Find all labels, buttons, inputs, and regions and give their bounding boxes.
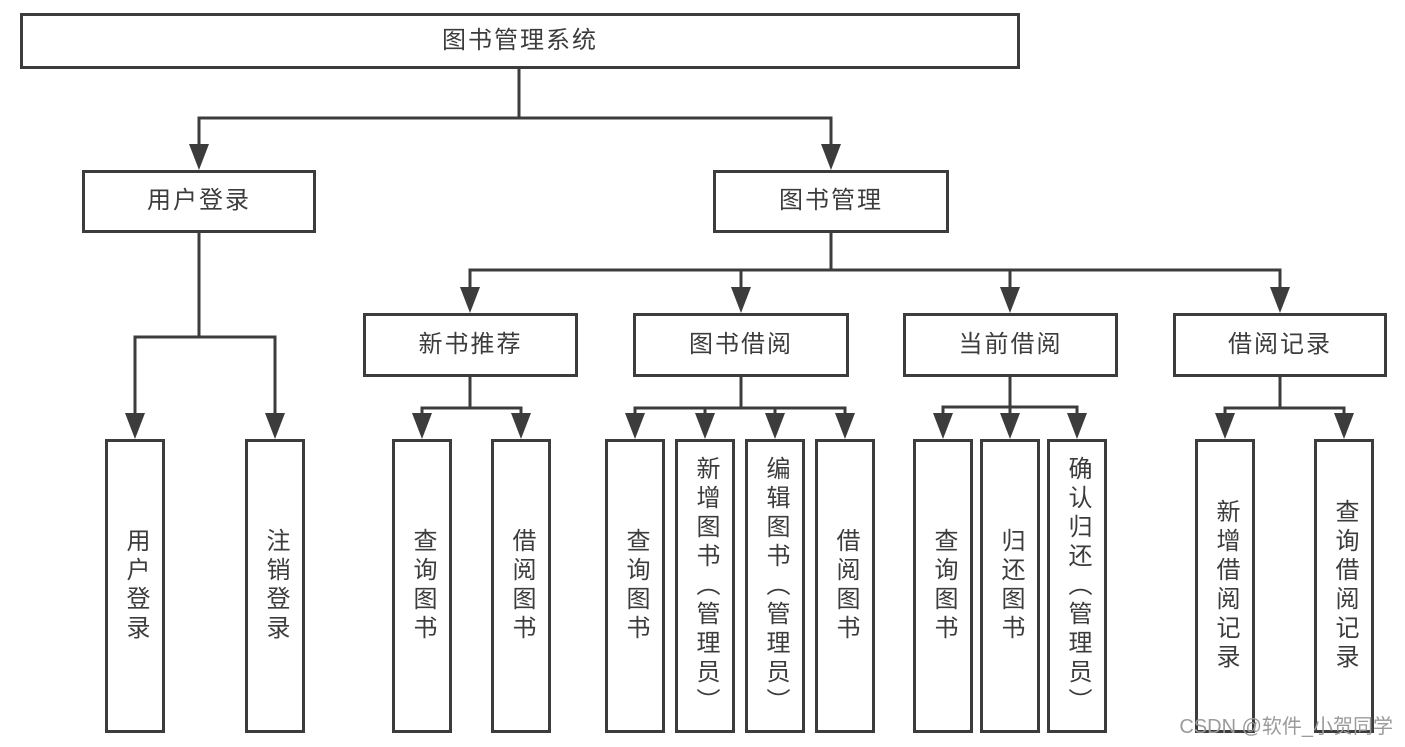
arrowhead-down-icon	[1067, 413, 1087, 439]
node-borrowing-records-label: 借阅记录	[1228, 330, 1332, 358]
node-user-login: 用户登录	[82, 170, 316, 233]
leaf-return-books: 归还图书	[980, 439, 1040, 733]
leaf-query-books-recommend-label: 查询图书	[409, 528, 436, 644]
leaf-query-books-borrowing: 查询图书	[605, 439, 665, 733]
leaf-add-book-admin: 新增图书（管理员）	[675, 439, 735, 733]
leaf-add-borrow-record: 新增借阅记录	[1195, 439, 1255, 733]
connector-path	[633, 375, 847, 423]
arrowhead-down-icon	[1215, 413, 1235, 439]
leaf-user-login-label: 用户登录	[122, 528, 149, 644]
node-book-management: 图书管理	[713, 170, 949, 233]
connector-path	[420, 375, 523, 423]
arrowhead-down-icon	[625, 413, 645, 439]
node-book-borrowing-label: 图书借阅	[689, 330, 793, 358]
node-book-borrowing: 图书借阅	[633, 313, 849, 377]
leaf-confirm-return-admin-label: 确认归还（管理员）	[1064, 455, 1091, 717]
leaf-logout: 注销登录	[245, 439, 305, 733]
arrowhead-down-icon	[933, 413, 953, 439]
arrowhead-down-icon	[189, 144, 209, 170]
arrowhead-down-icon	[125, 413, 145, 439]
node-user-login-label: 用户登录	[147, 187, 251, 215]
arrowhead-down-icon	[265, 413, 285, 439]
leaf-query-books-current: 查询图书	[913, 439, 973, 733]
arrowhead-down-icon	[695, 413, 715, 439]
leaf-borrow-books-recommend-label: 借阅图书	[508, 528, 535, 644]
leaf-borrow-books-recommend: 借阅图书	[491, 439, 551, 733]
leaf-confirm-return-admin: 确认归还（管理员）	[1047, 439, 1107, 733]
arrowhead-down-icon	[835, 413, 855, 439]
leaf-logout-label: 注销登录	[262, 528, 289, 644]
leaf-query-books-recommend: 查询图书	[392, 439, 452, 733]
node-book-management-label: 图书管理	[779, 187, 883, 215]
arrowhead-down-icon	[1270, 287, 1290, 313]
leaf-edit-book-admin: 编辑图书（管理员）	[745, 439, 805, 733]
leaf-query-books-borrowing-label: 查询图书	[622, 528, 649, 644]
node-current-borrowing: 当前借阅	[903, 313, 1118, 377]
arrowhead-down-icon	[1000, 287, 1020, 313]
arrowhead-down-icon	[821, 144, 841, 170]
watermark-text: CSDN @软件_小贺同学	[1179, 716, 1393, 738]
node-library-system-label: 图书管理系统	[442, 26, 598, 54]
connector-path	[197, 67, 833, 154]
arrowhead-down-icon	[1334, 413, 1354, 439]
leaf-add-borrow-record-label: 新增借阅记录	[1212, 499, 1239, 673]
connector-path	[1223, 375, 1346, 423]
leaf-borrow-books: 借阅图书	[815, 439, 875, 733]
arrowhead-down-icon	[412, 413, 432, 439]
node-library-system: 图书管理系统	[20, 13, 1020, 69]
leaf-user-login: 用户登录	[105, 439, 165, 733]
arrowhead-down-icon	[460, 287, 480, 313]
leaf-query-books-current-label: 查询图书	[930, 528, 957, 644]
arrowhead-down-icon	[1000, 413, 1020, 439]
arrowhead-down-icon	[511, 413, 531, 439]
node-new-book-recommend-label: 新书推荐	[418, 330, 523, 358]
leaf-query-borrow-record: 查询借阅记录	[1314, 439, 1374, 733]
connector-path	[468, 231, 1282, 297]
leaf-add-book-admin-label: 新增图书（管理员）	[692, 455, 719, 717]
node-borrowing-records: 借阅记录	[1173, 313, 1387, 377]
leaf-edit-book-admin-label: 编辑图书（管理员）	[762, 455, 789, 717]
leaf-query-borrow-record-label: 查询借阅记录	[1331, 499, 1358, 673]
node-new-book-recommend: 新书推荐	[363, 313, 578, 377]
connector-path	[133, 231, 277, 423]
arrowhead-down-icon	[731, 287, 751, 313]
arrowhead-down-icon	[765, 413, 785, 439]
leaf-return-books-label: 归还图书	[997, 528, 1024, 644]
leaf-borrow-books-label: 借阅图书	[832, 528, 859, 644]
node-current-borrowing-label: 当前借阅	[958, 330, 1063, 358]
